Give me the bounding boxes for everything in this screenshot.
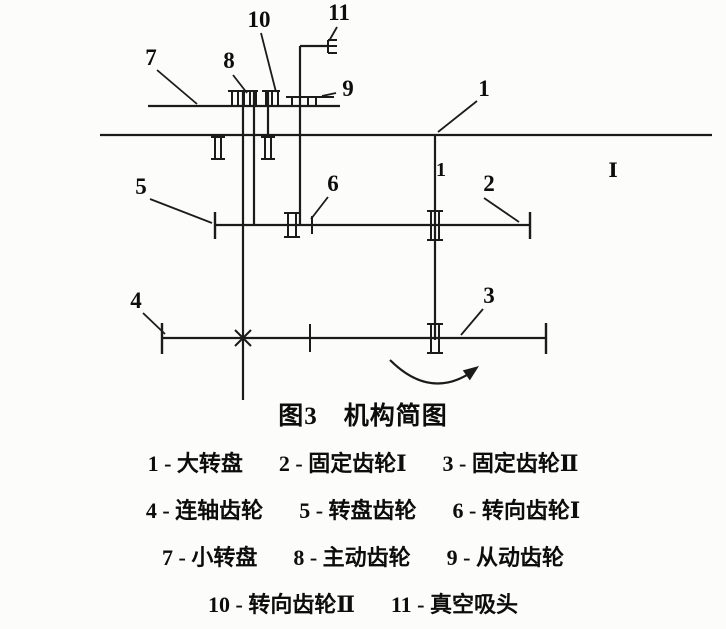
leader-6 [310, 196, 329, 220]
legend-item-7: 7 - 小转盘 [162, 545, 258, 570]
callout-1: 1 [478, 76, 490, 101]
diagram-area: 1 2 3 4 5 6 7 8 9 10 11 1 Ⅰ [100, 0, 712, 400]
leader-10 [260, 32, 277, 93]
callout-11: 11 [328, 0, 350, 25]
shaft-lines [100, 44, 712, 400]
rotation-arrow-icon [389, 359, 479, 385]
figure-legend: 1 - 大转盘 2 - 固定齿轮Ⅰ 3 - 固定齿轮Ⅱ 4 - 连轴齿轮 5 -… [0, 440, 726, 628]
legend-row-2: 4 - 连轴齿轮 5 - 转盘齿轮 6 - 转向齿轮Ⅰ [0, 487, 726, 534]
leader-2 [483, 197, 520, 223]
legend-item-1: 1 - 大转盘 [147, 451, 243, 476]
legend-row-3: 7 - 小转盘 8 - 主动齿轮 9 - 从动齿轮 [0, 534, 726, 581]
vacuum-head-icon [327, 39, 337, 54]
legend-item-3: 3 - 固定齿轮Ⅱ [442, 451, 579, 476]
callout-10: 10 [248, 7, 271, 32]
figure-caption: 图3 机构简图 [278, 403, 448, 430]
callout-8: 8 [223, 48, 235, 73]
legend-item-11: 11 - 真空吸头 [390, 592, 518, 617]
shaft-end-ticks [160, 212, 548, 354]
callout-4: 4 [130, 288, 142, 313]
legend-item-10: 10 - 转向齿轮Ⅱ [208, 592, 355, 617]
callout-6: 6 [327, 171, 339, 196]
callout-3: 3 [483, 283, 495, 308]
shaft-mark-inner: 1 [436, 159, 446, 181]
legend-row-4: 10 - 转向齿轮Ⅱ 11 - 真空吸头 [0, 581, 726, 628]
mechanism-diagram: 1 2 3 4 5 6 7 8 9 10 11 1 Ⅰ [100, 0, 712, 400]
legend-item-4: 4 - 连轴齿轮 [145, 498, 264, 523]
rotation-arrow-head [462, 366, 479, 381]
callout-numbers: 1 2 3 4 5 6 7 8 9 10 11 [130, 0, 495, 313]
legend-item-6: 6 - 转向齿轮Ⅰ [452, 498, 581, 523]
legend-item-9: 9 - 从动齿轮 [446, 545, 564, 570]
callout-9: 9 [342, 76, 354, 101]
leader-11 [328, 26, 338, 42]
leader-5 [149, 198, 213, 224]
leader-7 [156, 69, 198, 105]
callout-5: 5 [135, 174, 147, 199]
coupling-cross-icon [234, 329, 252, 347]
leader-3 [460, 308, 484, 336]
legend-row-1: 1 - 大转盘 2 - 固定齿轮Ⅰ 3 - 固定齿轮Ⅱ [0, 440, 726, 487]
leader-1 [437, 100, 478, 133]
legend-item-5: 5 - 转盘齿轮 [299, 498, 417, 523]
leader-8 [232, 74, 248, 94]
callout-2: 2 [483, 171, 495, 196]
bottom-shaft-gears [234, 323, 443, 354]
rotation-arrow-curve [389, 359, 477, 385]
shaft-marks: 1 Ⅰ [436, 159, 618, 182]
callout-leaders [142, 26, 520, 336]
legend-item-2: 2 - 固定齿轮Ⅰ [278, 451, 407, 476]
shaft-mark-outer: Ⅰ [608, 160, 617, 182]
turntable-bearings [211, 136, 275, 160]
legend-item-8: 8 - 主动齿轮 [293, 545, 411, 570]
top-gear-train [228, 90, 334, 106]
callout-7: 7 [145, 45, 157, 70]
leader-4 [142, 312, 166, 335]
leader-9 [321, 92, 337, 97]
